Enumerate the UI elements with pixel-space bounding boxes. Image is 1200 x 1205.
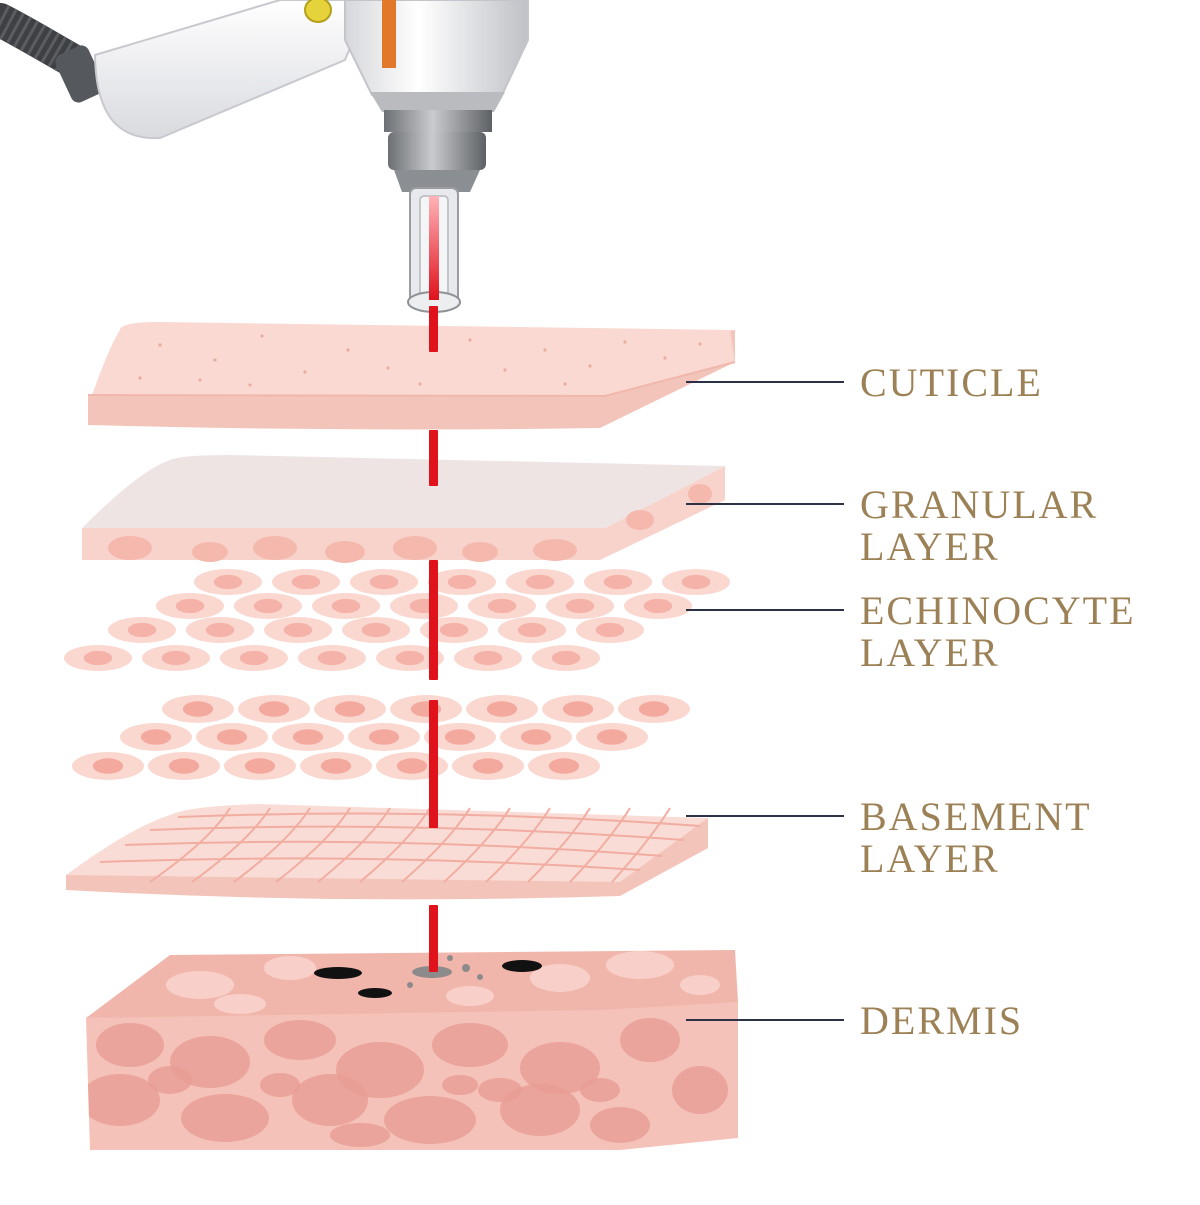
granular-leader-line — [686, 503, 844, 505]
granular-layer — [82, 455, 725, 563]
echinocyte-cell — [348, 723, 420, 751]
granular-label-line2: LAYER — [860, 524, 1000, 569]
echinocyte-cell — [120, 723, 192, 751]
granular-label-line1: GRANULAR — [860, 482, 1099, 527]
cuticle-leader-line — [686, 381, 844, 383]
echinocyte-cell — [148, 752, 220, 780]
echinocyte-cell — [312, 593, 380, 619]
echinocyte-cells-upper — [64, 569, 730, 671]
echinocyte-cell — [466, 695, 538, 723]
echinocyte-cell — [194, 569, 262, 595]
basement-leader-line — [686, 815, 844, 817]
echinocyte-cell — [314, 695, 386, 723]
echinocyte-cell — [542, 695, 614, 723]
echinocyte-cell — [506, 569, 574, 595]
echinocyte-cell — [468, 593, 536, 619]
cuticle-label-text: CUTICLE — [860, 360, 1043, 405]
pores — [314, 955, 542, 998]
basement-layer — [66, 804, 708, 900]
cuticle-layer — [87, 322, 736, 430]
echinocyte-cell — [390, 593, 458, 619]
echinocyte-cell — [156, 593, 224, 619]
echinocyte-cell — [624, 593, 692, 619]
echinocyte-cell — [224, 752, 296, 780]
granular-label: GRANULAR LAYER — [860, 484, 1098, 568]
echinocyte-cell — [428, 569, 496, 595]
echinocyte-cell — [186, 617, 254, 643]
echinocyte-cell — [350, 569, 418, 595]
echinocyte-label-line1: ECHINOCYTE — [860, 588, 1136, 633]
dermis-label: DERMIS — [860, 1000, 1023, 1042]
echinocyte-cell — [454, 645, 522, 671]
basement-label-line2: LAYER — [860, 836, 1000, 881]
echinocyte-cell — [162, 695, 234, 723]
dermis-label-text: DERMIS — [860, 998, 1024, 1043]
dermis-leader-line — [686, 1019, 844, 1021]
echinocyte-cells-lower — [72, 695, 690, 780]
echinocyte-label-line2: LAYER — [860, 630, 1000, 675]
echinocyte-cell — [618, 695, 690, 723]
echinocyte-cell — [108, 617, 176, 643]
cuticle-label: CUTICLE — [860, 362, 1043, 404]
echinocyte-cell — [528, 752, 600, 780]
echinocyte-cell — [64, 645, 132, 671]
echinocyte-cell — [376, 645, 444, 671]
echinocyte-cell — [272, 723, 344, 751]
echinocyte-cell — [576, 723, 648, 751]
echinocyte-cell — [498, 617, 566, 643]
echinocyte-cell — [662, 569, 730, 595]
echinocyte-cell — [264, 617, 332, 643]
basement-label-line1: BASEMENT — [860, 794, 1092, 839]
echinocyte-cell — [300, 752, 372, 780]
laser-handpiece-icon — [0, 0, 529, 313]
echinocyte-leader-line — [686, 609, 844, 611]
echinocyte-cell — [238, 695, 310, 723]
laser-beam-icon — [429, 196, 439, 300]
echinocyte-cell — [390, 695, 462, 723]
echinocyte-cell — [142, 645, 210, 671]
echinocyte-cell — [220, 645, 288, 671]
echinocyte-cell — [298, 645, 366, 671]
echinocyte-cell — [234, 593, 302, 619]
echinocyte-cell — [546, 593, 614, 619]
laser-beam — [429, 306, 438, 972]
echinocyte-cell — [342, 617, 410, 643]
echinocyte-cell — [196, 723, 268, 751]
basement-label: BASEMENT LAYER — [860, 796, 1092, 880]
echinocyte-cell — [584, 569, 652, 595]
echinocyte-cell — [576, 617, 644, 643]
echinocyte-cell — [272, 569, 340, 595]
echinocyte-cell — [532, 645, 600, 671]
dermis-layer — [86, 950, 738, 1150]
echinocyte-cell — [500, 723, 572, 751]
echinocyte-label: ECHINOCYTE LAYER — [860, 590, 1136, 674]
echinocyte-cell — [424, 723, 496, 751]
echinocyte-cell — [72, 752, 144, 780]
echinocyte-cell — [452, 752, 524, 780]
